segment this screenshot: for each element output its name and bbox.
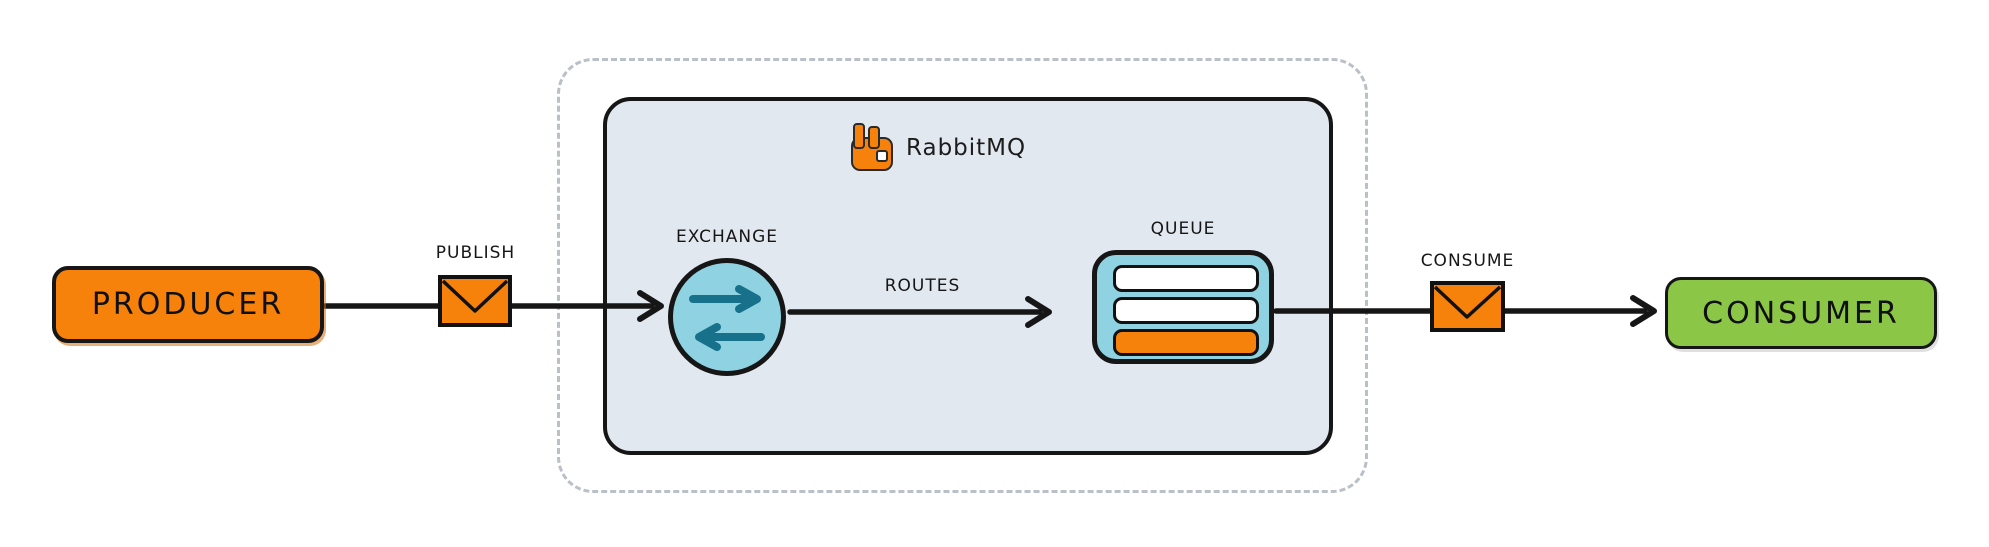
consume-envelope-icon xyxy=(1430,281,1505,332)
consumer-node: CONSUMER xyxy=(1665,277,1937,349)
exchange-node xyxy=(668,258,786,376)
rabbitmq-logo-icon xyxy=(851,123,893,171)
consume-label: CONSUME xyxy=(1420,251,1515,271)
producer-label: PRODUCER xyxy=(91,287,285,322)
rabbitmq-label: RabbitMQ xyxy=(906,135,1027,161)
routes-label: ROUTES xyxy=(884,276,961,296)
queue-node xyxy=(1092,250,1274,364)
queue-message xyxy=(1113,329,1259,356)
routes-arrow xyxy=(787,296,1052,328)
queue-message-slot xyxy=(1113,297,1259,324)
producer-node: PRODUCER xyxy=(52,266,324,343)
publish-envelope-icon xyxy=(438,275,512,327)
publish-label: PUBLISH xyxy=(435,243,516,263)
exchange-arrows-icon xyxy=(689,285,765,351)
rabbitmq-brand: RabbitMQ xyxy=(850,122,1026,174)
queue-label: QUEUE xyxy=(1150,219,1216,239)
broker-boundary xyxy=(557,58,1368,493)
exchange-label: EXCHANGE xyxy=(675,227,779,247)
consumer-label: CONSUMER xyxy=(1702,295,1900,331)
queue-message-slot xyxy=(1113,265,1259,292)
